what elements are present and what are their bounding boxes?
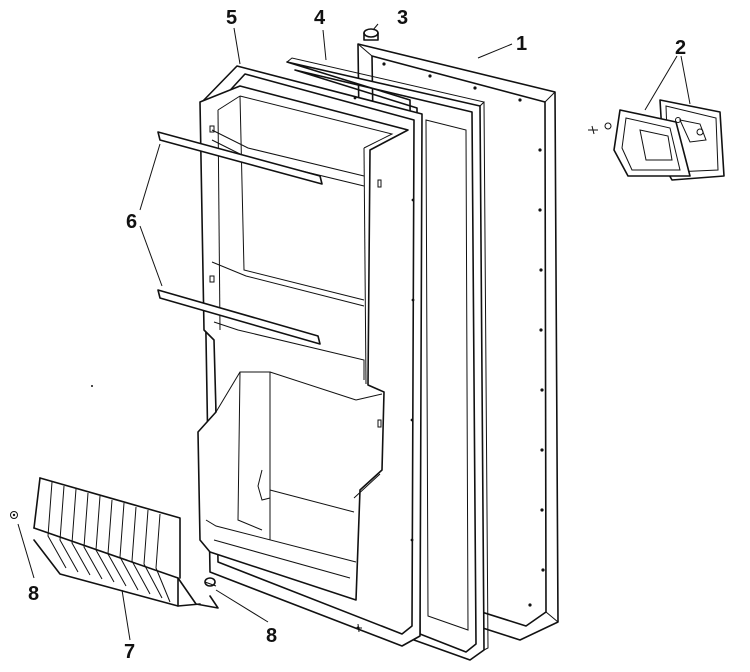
door-gasket — [286, 57, 489, 661]
callout-7: 7 — [124, 641, 135, 663]
callout-1: 1 — [516, 33, 527, 55]
basket-wires — [47, 481, 171, 603]
callout-2: 2 — [675, 37, 686, 59]
callout-4: 4 — [314, 7, 326, 29]
wire-basket — [33, 477, 219, 609]
small-screw-bottom — [355, 623, 362, 633]
callout-3: 3 — [397, 7, 408, 29]
callout-8-right: 8 — [266, 625, 277, 647]
liner-body — [197, 85, 409, 601]
hinge-screw — [588, 122, 612, 135]
fastener-right — [204, 577, 217, 587]
hinge-covers — [588, 99, 725, 181]
callout-6: 6 — [126, 211, 137, 233]
callouts: 1 2 3 4 5 6 7 8 8 — [28, 7, 686, 663]
plug-button — [363, 28, 379, 41]
callout-8-left: 8 — [28, 583, 39, 605]
stray-dot — [91, 385, 93, 387]
leader-lines — [17, 23, 691, 641]
callout-5: 5 — [226, 7, 237, 29]
fastener-left — [10, 511, 18, 519]
panel-screw-holes — [382, 62, 545, 607]
shelf-bars — [157, 131, 323, 345]
